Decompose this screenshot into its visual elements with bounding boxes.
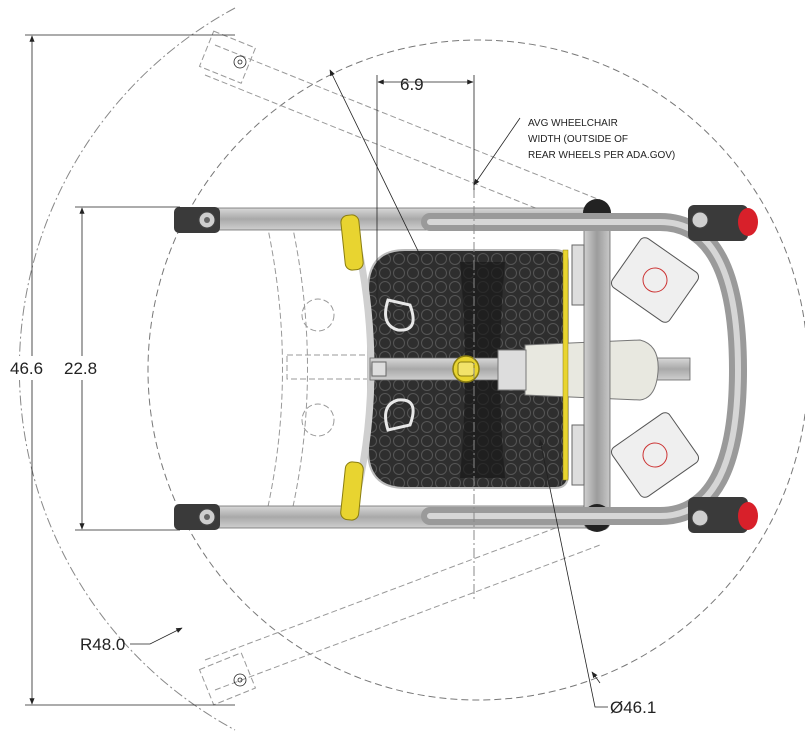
rear-motor-top [610,237,700,323]
rear-motor-bottom [610,412,700,498]
dim-diameter-label: Ø46.1 [610,698,656,717]
rear-caster-top [688,205,758,241]
seat-loop-top [384,298,415,332]
front-caster-top [174,207,220,233]
dim-width-label: 22.8 [64,359,97,378]
note-line-2: WIDTH (OUTSIDE OF [528,134,628,145]
note-line-1: AVG WHEELCHAIR [528,118,618,129]
note-leader [473,117,521,186]
dim-overall-label: 46.6 [10,359,43,378]
radius-leader [130,627,183,645]
diameter-leader [538,439,608,708]
yellow-grip-bottom [340,461,364,521]
ghost-frame-top [198,30,601,231]
dim-offset-label: 6.9 [400,75,424,94]
seat-loop-bottom [384,398,415,432]
diameter-circle [147,39,805,701]
yellow-grip-top [340,214,364,271]
dim-radius-label: R48.0 [80,635,125,654]
note-line-3: REAR WHEELS PER ADA.GOV) [528,150,675,161]
ghost-frame-bottom [198,514,601,706]
front-caster-bottom [174,504,220,530]
rear-caster-bottom [688,497,758,533]
vertical-post [583,204,611,531]
ghost-rail [264,214,283,521]
